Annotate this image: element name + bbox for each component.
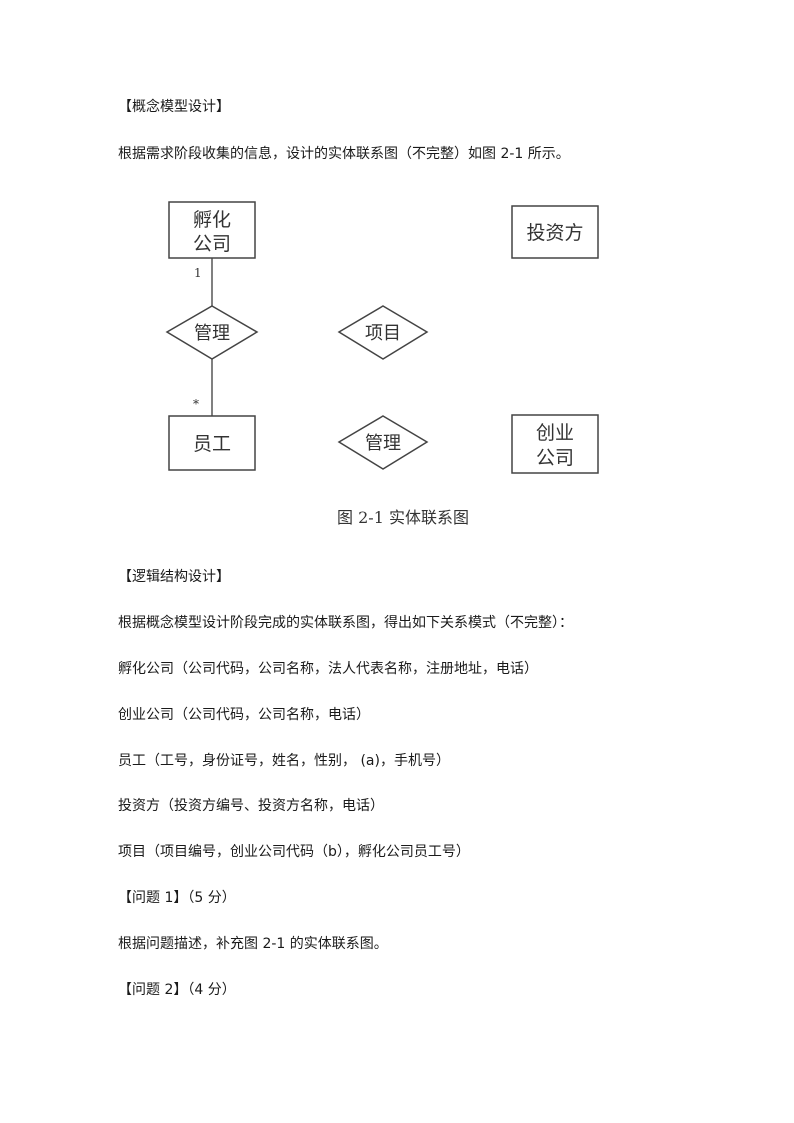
logic-description: 根据概念模型设计阶段完成的实体联系图，得出如下关系模式（不完整）： [118, 615, 573, 631]
entity-startup-label-2: 公司 [536, 447, 574, 469]
relationship-manage-left-label: 管理 [194, 323, 230, 344]
logic-heading: 【逻辑结构设计】 [118, 569, 230, 585]
question-2-heading: 【问题 2】（4 分） [118, 982, 236, 998]
relationship-project [337, 305, 429, 360]
question-1-description: 根据问题描述，补充图 2-1 的实体联系图。 [118, 936, 388, 952]
question-1-heading: 【问题 1】（5 分） [118, 890, 236, 906]
entity-employee-label: 员工 [193, 433, 231, 455]
relationship-project-label: 项目 [365, 323, 401, 344]
entity-startup-label-1: 创业 [536, 422, 574, 444]
schema-investor: 投资方（投资方编号、投资方名称，电话） [118, 798, 384, 814]
cardinality-many: * [193, 397, 199, 411]
relationship-manage-right [337, 415, 429, 470]
entity-employee [168, 415, 256, 471]
schema-project: 项目（项目编号，创业公司代码（b），孵化公司员工号） [118, 844, 470, 860]
figure-caption: 图 2-1 实体联系图 [337, 508, 469, 527]
concept-description: 根据需求阶段收集的信息，设计的实体联系图（不完整）如图 2-1 所示。 [118, 146, 570, 162]
entity-incubator-label-2: 公司 [193, 233, 231, 255]
relationship-manage-right-label: 管理 [365, 433, 401, 454]
schema-employee: 员工（工号，身份证号，姓名，性别， (a)，手机号） [118, 753, 450, 769]
entity-startup [511, 414, 599, 474]
er-diagram: 孵化 公司 投资方 员工 创业 公司 管理 项目 管理 1 * 图 2-1 实体… [143, 188, 643, 533]
schema-incubator: 孵化公司（公司代码，公司名称，法人代表名称，注册地址，电话） [118, 661, 538, 677]
entity-incubator-label-1: 孵化 [193, 209, 231, 231]
concept-heading: 【概念模型设计】 [118, 99, 230, 115]
entity-investor-label: 投资方 [526, 222, 583, 244]
schema-startup: 创业公司（公司代码，公司名称，电话） [118, 707, 370, 723]
cardinality-one: 1 [194, 266, 202, 280]
entity-incubator [168, 201, 256, 259]
er-diagram-svg: 孵化 公司 投资方 员工 创业 公司 管理 项目 管理 1 * [165, 201, 599, 474]
entity-investor [511, 205, 599, 259]
relationship-manage-left [165, 305, 259, 360]
